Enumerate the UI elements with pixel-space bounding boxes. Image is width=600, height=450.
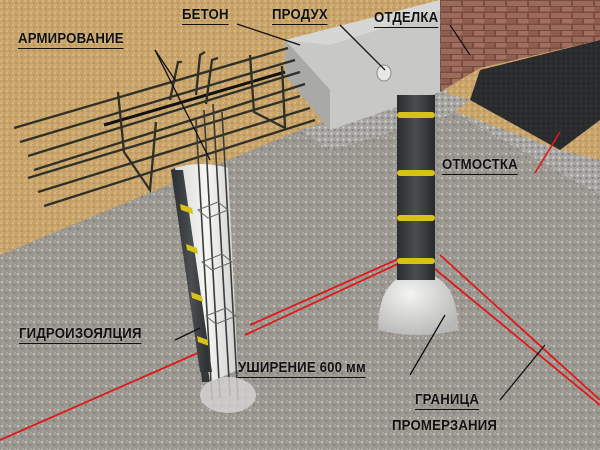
label-finishing: ОТДЕЛКА	[374, 9, 439, 28]
pile-sleeve-inner	[175, 164, 238, 382]
label-vent: ПРОДУХ	[272, 6, 328, 25]
waterproofing-wrap	[171, 170, 212, 372]
pile-rebar	[195, 103, 239, 401]
label-widening: УШИРЕНИЕ 600 мм	[238, 359, 366, 378]
pile-base	[200, 377, 256, 413]
otmostka-asphalt	[470, 40, 600, 150]
brick-finishing	[440, 0, 600, 92]
label-concrete: БЕТОН	[182, 6, 229, 25]
vent-hole	[376, 64, 392, 82]
label-blind-area: ОТМОСТКА	[442, 156, 518, 175]
widened-base-dome	[378, 272, 458, 335]
frost-boundary-lines	[0, 254, 600, 441]
label-frost-line-2: ПРОМЕРЗАНИЯ	[392, 417, 498, 434]
leader-lines	[154, 23, 546, 401]
label-waterproofing: ГИДРОИЗОЯЛЦИЯ	[19, 325, 142, 344]
label-reinforcement: АРМИРОВАНИЕ	[18, 30, 124, 49]
label-frost-line-1: ГРАНИЦА	[415, 391, 480, 410]
rebar-cage	[13, 46, 316, 208]
waterproofed-column	[397, 95, 435, 280]
